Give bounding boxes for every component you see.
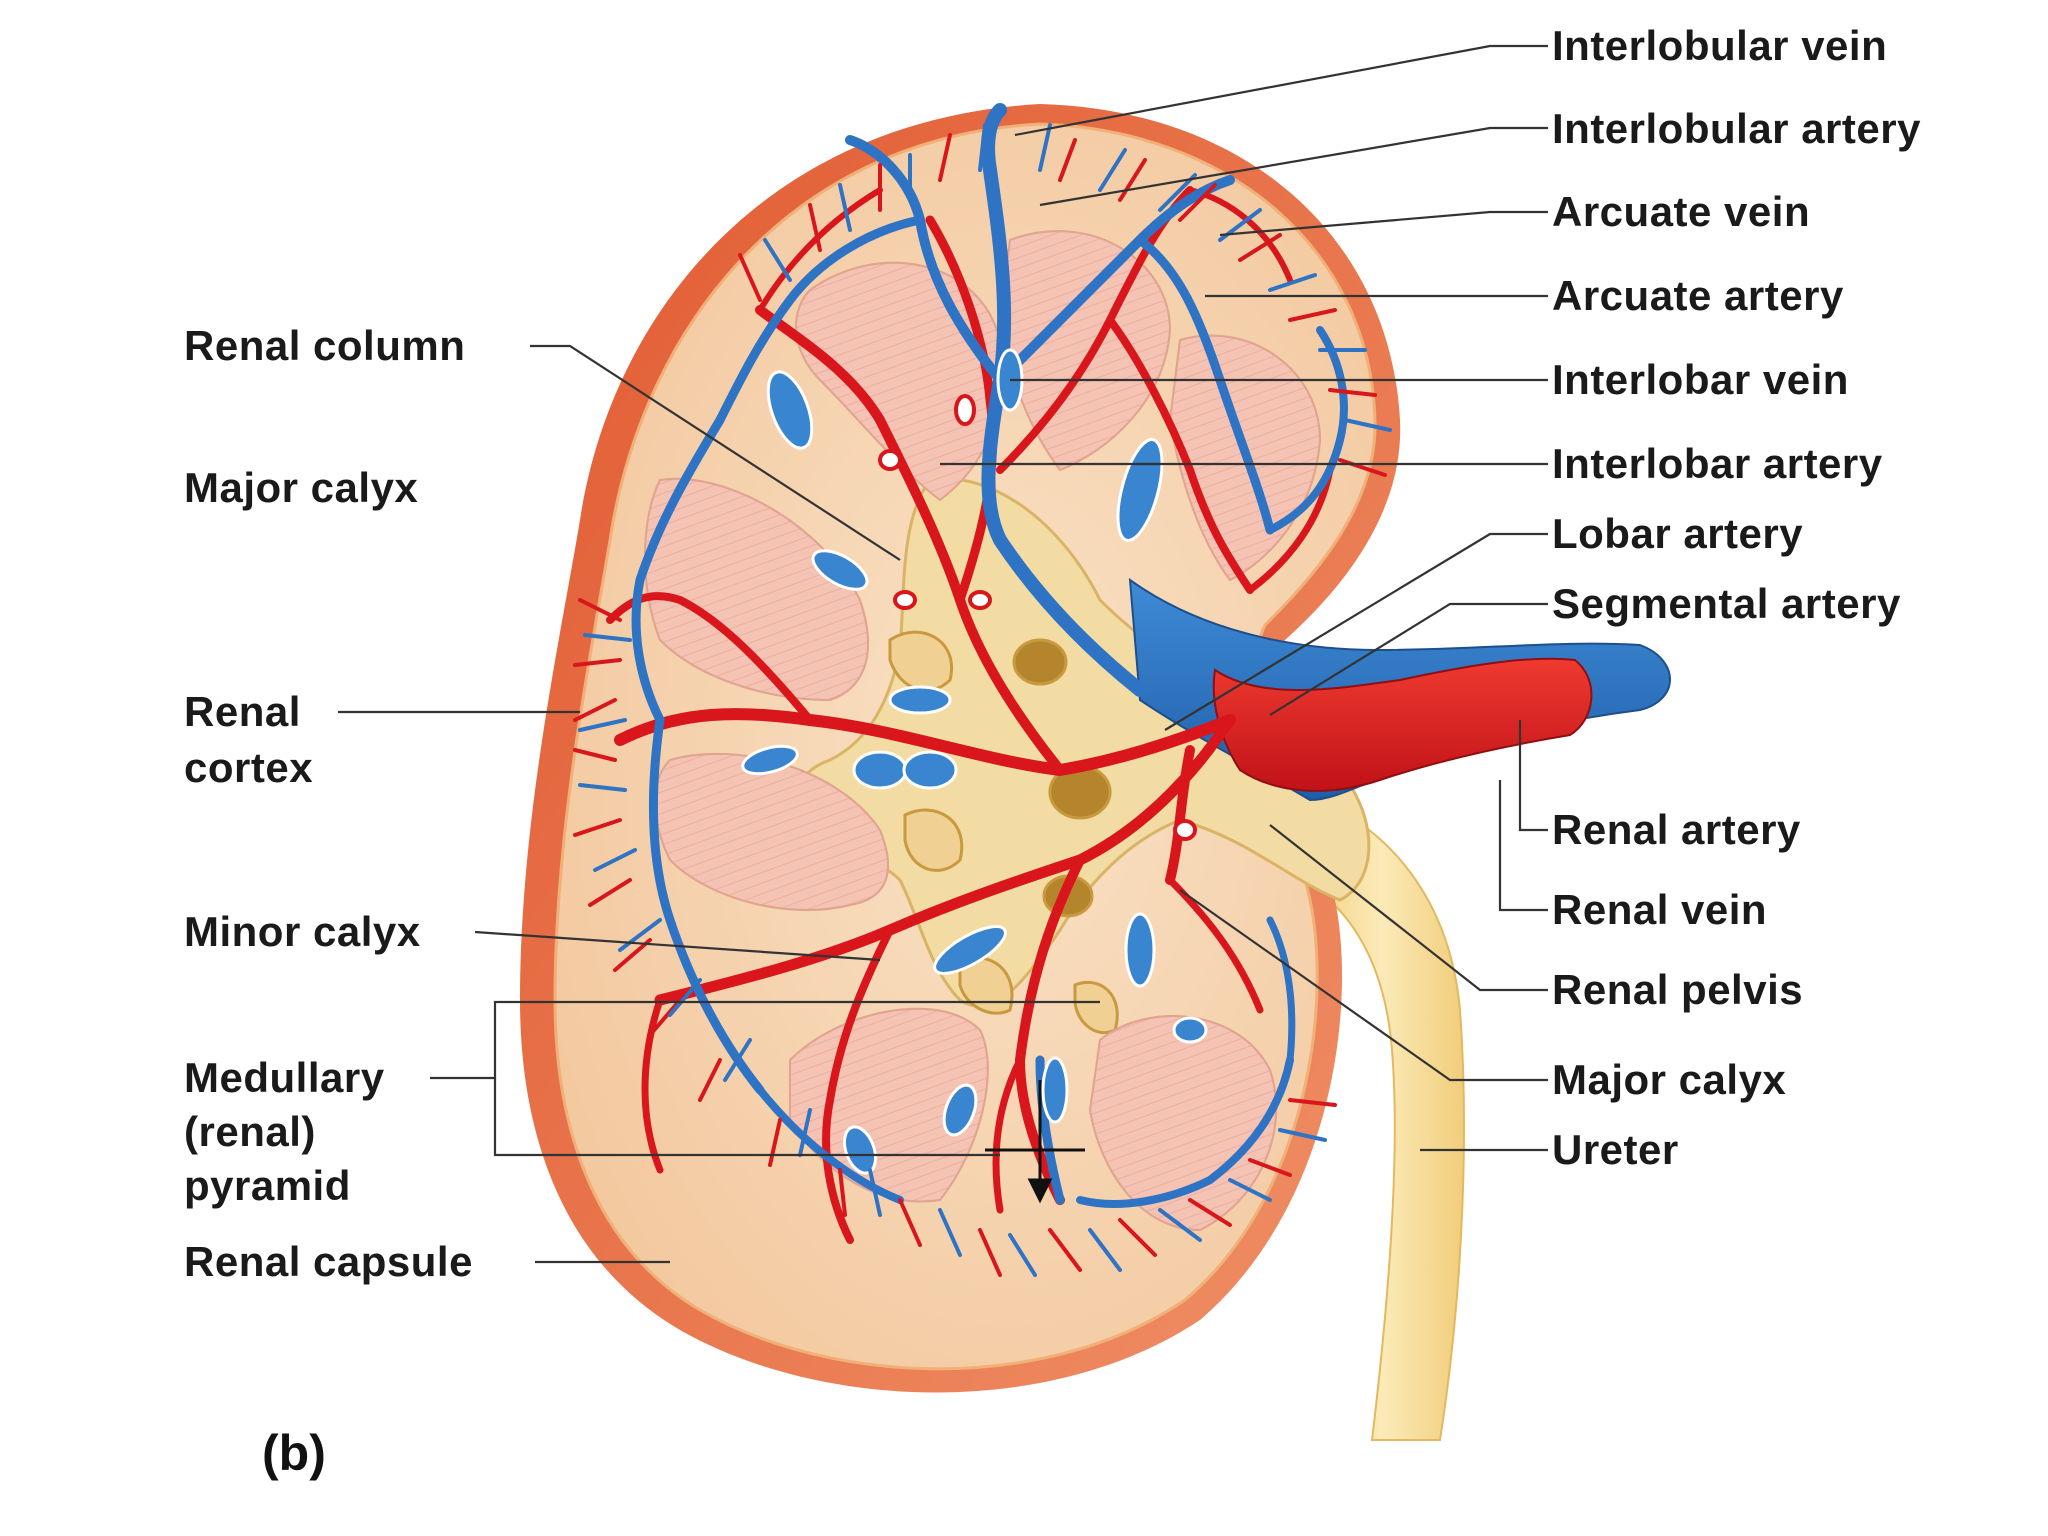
label-renal-cortex-line2: cortex (184, 744, 313, 791)
label-arcuate-artery: Arcuate artery (1552, 272, 1844, 319)
label-renal-vein: Renal vein (1552, 886, 1767, 933)
label-renal-artery: Renal artery (1552, 806, 1801, 853)
label-interlobular-vein: Interlobular vein (1552, 22, 1887, 69)
label-segmental-artery: Segmental artery (1552, 580, 1901, 627)
label-renal-column: Renal column (184, 322, 465, 369)
label-medullary-line1: Medullary (184, 1054, 385, 1101)
label-major-calyx-left: Major calyx (184, 464, 418, 511)
label-minor-calyx: Minor calyx (184, 908, 421, 955)
label-interlobar-vein: Interlobar vein (1552, 356, 1849, 403)
label-medullary-line2: (renal) (184, 1108, 316, 1155)
label-arcuate-vein: Arcuate vein (1552, 188, 1810, 235)
label-renal-cortex-line1: Renal (184, 688, 301, 735)
venous-tree (631, 103, 1348, 1208)
leader-lines (338, 44, 1548, 1264)
label-interlobular-artery: Interlobular artery (1552, 105, 1921, 152)
label-interlobar-artery: Interlobar artery (1552, 440, 1883, 487)
label-ureter: Ureter (1552, 1126, 1679, 1173)
panel-label: (b) (262, 1425, 326, 1481)
calyx-group (888, 630, 1119, 1035)
ureter-shape (1298, 798, 1465, 1441)
label-lobar-artery: Lobar artery (1552, 510, 1803, 557)
label-medullary-line3: pyramid (184, 1162, 351, 1209)
label-major-calyx-right: Major calyx (1552, 1056, 1786, 1103)
interlobular-vessels (573, 123, 1392, 1277)
flow-arrow (985, 1080, 1085, 1204)
artery-cross-sections (878, 394, 1197, 841)
label-renal-capsule: Renal capsule (184, 1238, 473, 1285)
label-renal-pelvis: Renal pelvis (1552, 966, 1803, 1013)
